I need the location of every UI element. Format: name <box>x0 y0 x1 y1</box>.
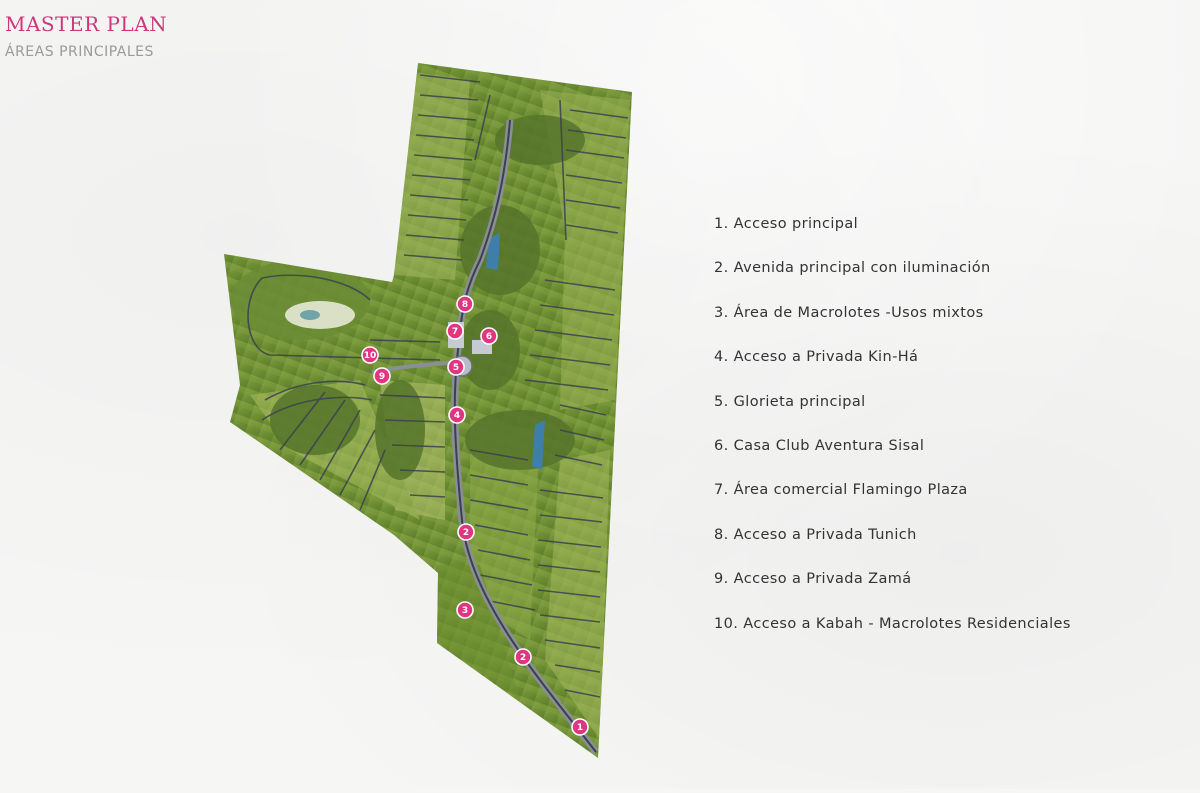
legend-item-6: 6. Casa Club Aventura Sisal <box>714 437 925 454</box>
marker-dot <box>480 327 498 345</box>
marker-label: 4 <box>454 411 460 421</box>
legend-item-10: 10. Acceso a Kabah - Macrolotes Residenc… <box>714 615 1071 632</box>
marker-dot <box>457 523 475 541</box>
marker-dot <box>447 358 465 376</box>
marker-dot <box>361 346 379 364</box>
page-subtitle: ÁREAS PRINCIPALES <box>5 44 154 60</box>
legend-item-8: 8. Acceso a Privada Tunich <box>714 526 917 543</box>
marker-dot <box>456 295 474 313</box>
map-marker-7: 7 <box>446 322 464 340</box>
parcel-lines <box>247 74 629 698</box>
map-marker-9: 9 <box>373 367 391 385</box>
marker-dot <box>446 322 464 340</box>
legend-item-4: 4. Acceso a Privada Kin-Há <box>714 349 919 366</box>
marker-label: 6 <box>486 332 492 342</box>
marker-label: 8 <box>462 300 468 310</box>
map-markers: 1 2 2 3 4 5 6 7 8 9 10 <box>361 295 589 736</box>
legend-item-1: 1. Acceso principal <box>714 216 859 232</box>
marker-label: 7 <box>452 327 458 337</box>
map-marker-8: 8 <box>456 295 474 313</box>
marker-dot <box>373 367 391 385</box>
pond <box>285 232 545 470</box>
marker-dot <box>571 718 589 736</box>
marker-label: 5 <box>453 363 459 373</box>
marker-dot <box>514 648 532 666</box>
legend-item-5: 5. Glorieta principal <box>714 393 866 410</box>
marker-dot <box>448 406 466 424</box>
legend-item-3: 3. Área de Macrolotes -Usos mixtos <box>714 304 984 321</box>
legend-list: 1. Acceso principal 2. Avenida principal… <box>714 213 1071 657</box>
map-marker-5: 5 <box>447 358 465 376</box>
page-title: MASTER PLAN <box>5 12 168 36</box>
marker-label: 10 <box>364 351 377 361</box>
marker-dot <box>456 601 474 619</box>
map-marker-6: 6 <box>480 327 498 345</box>
marker-label: 9 <box>379 372 385 382</box>
marker-label: 3 <box>462 606 468 616</box>
legend-item-2: 2. Avenida principal con iluminación <box>714 260 991 277</box>
map-marker-2: 2 <box>457 523 475 541</box>
map-marker-2: 2 <box>514 648 532 666</box>
marker-label: 1 <box>577 723 583 733</box>
map-marker-10: 10 <box>361 346 379 364</box>
marker-label: 2 <box>520 653 526 663</box>
map-marker-4: 4 <box>448 406 466 424</box>
legend-item-9: 9. Acceso a Privada Zamá <box>714 571 912 588</box>
map-marker-1: 1 <box>571 718 589 736</box>
legend-item-7: 7. Área comercial Flamingo Plaza <box>714 482 968 499</box>
map-marker-3: 3 <box>456 601 474 619</box>
marker-label: 2 <box>463 528 469 538</box>
